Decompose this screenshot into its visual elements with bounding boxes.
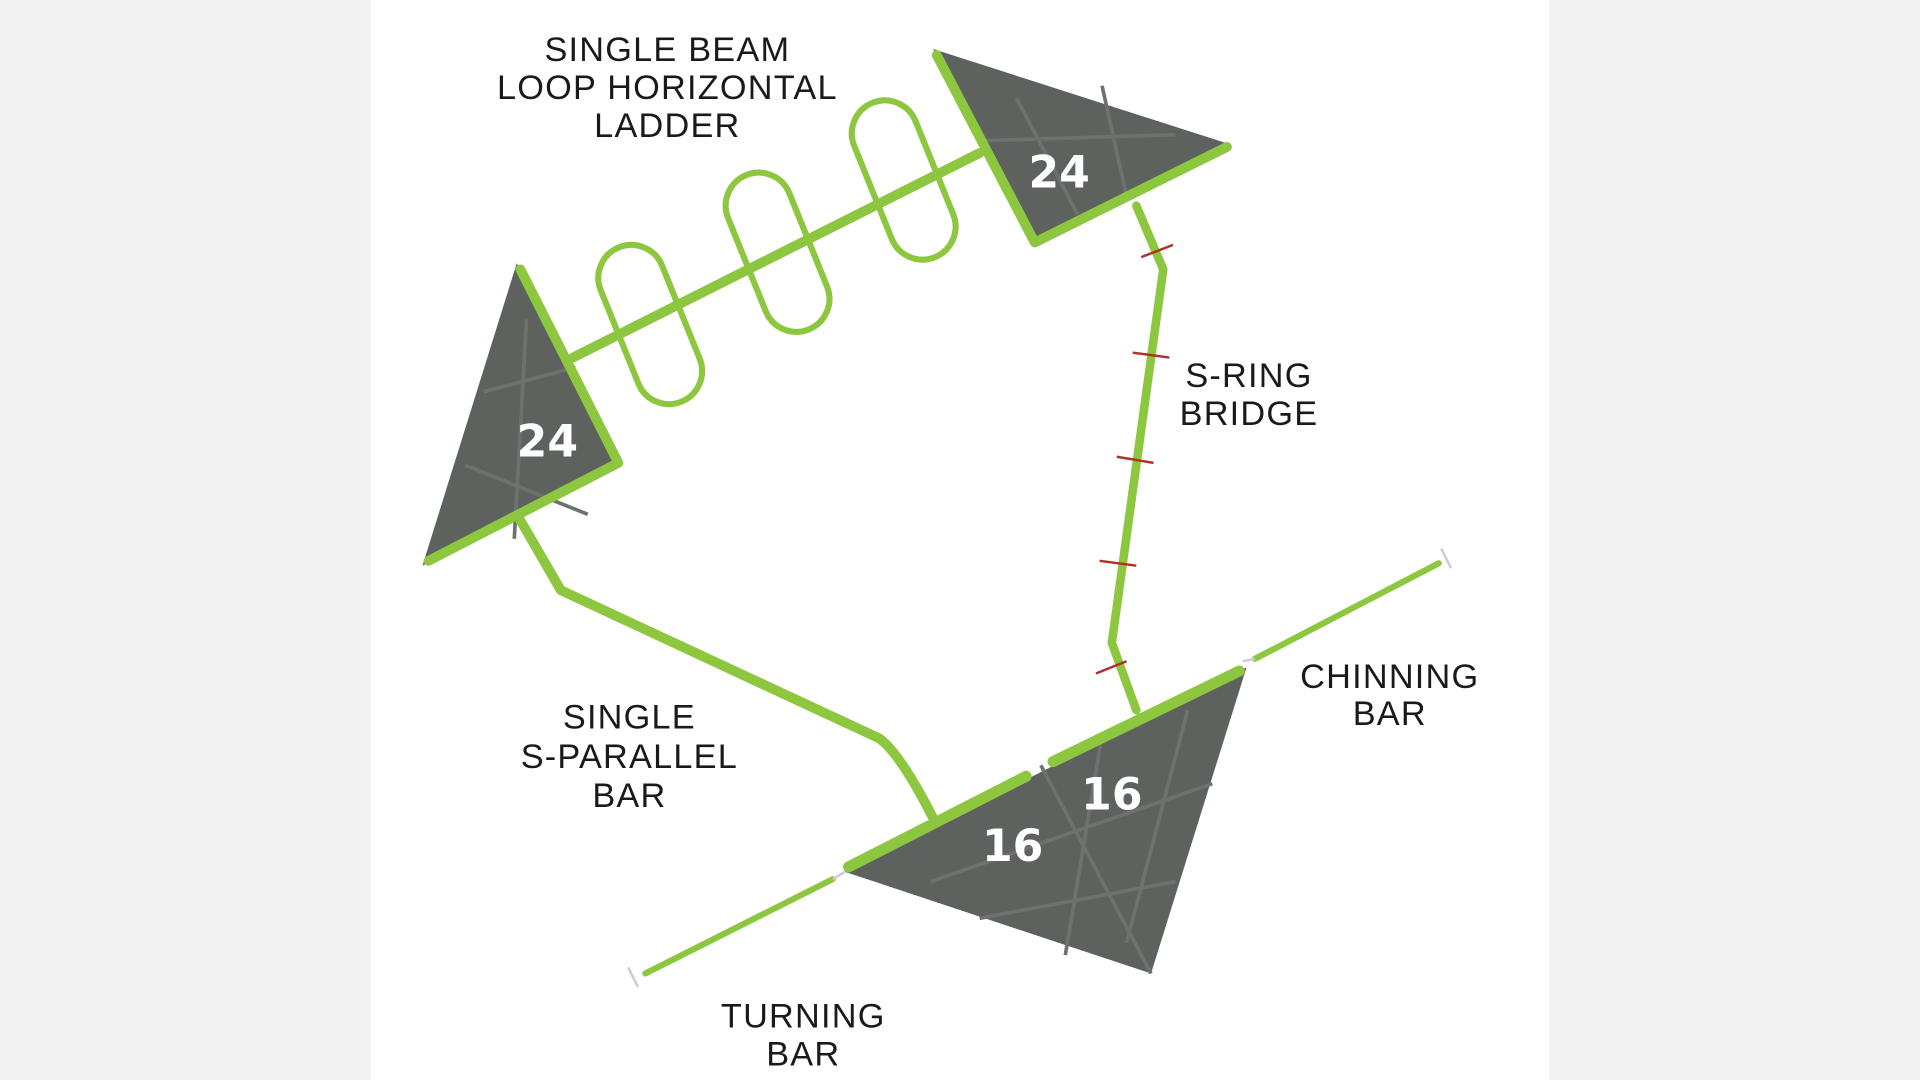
label-parallel: SINGLE S-PARALLEL BAR	[521, 699, 738, 815]
label-chinning: CHINNING BAR	[1300, 658, 1479, 733]
pad-bottom: 16 16	[843, 665, 1247, 975]
s-parallel-bar	[515, 515, 938, 823]
svg-text:BAR: BAR	[766, 1035, 840, 1073]
chinning-bar	[1242, 548, 1453, 663]
pad-depth-label: 24	[517, 417, 578, 468]
svg-text:TURNING: TURNING	[721, 997, 886, 1035]
svg-text:S-PARALLEL: S-PARALLEL	[521, 738, 738, 776]
svg-text:BAR: BAR	[1353, 695, 1427, 733]
svg-text:SINGLE: SINGLE	[563, 699, 696, 737]
svg-text:LADDER: LADDER	[594, 107, 740, 145]
svg-text:S-RING: S-RING	[1185, 357, 1312, 395]
svg-text:LOOP HORIZONTAL: LOOP HORIZONTAL	[497, 69, 838, 107]
pad-depth-label: 24	[1029, 147, 1090, 198]
svg-text:BRIDGE: BRIDGE	[1180, 395, 1319, 433]
label-turning: TURNING BAR	[721, 997, 886, 1073]
svg-text:BAR: BAR	[592, 777, 666, 815]
turning-bar	[627, 870, 846, 988]
pad-left: 24	[422, 263, 624, 566]
pad-depth-label: 16	[1081, 769, 1142, 820]
svg-text:SINGLE BEAM: SINGLE BEAM	[544, 31, 790, 69]
pad-depth-label: 16	[982, 821, 1043, 872]
label-ladder: SINGLE BEAM LOOP HORIZONTAL LADDER	[497, 31, 838, 145]
label-bridge: S-RING BRIDGE	[1180, 357, 1319, 433]
loop-horizontal-ladder	[568, 97, 985, 408]
pad-top-right: 24	[931, 48, 1232, 248]
svg-text:CHINNING: CHINNING	[1300, 658, 1479, 696]
s-ring-bridge	[1095, 201, 1174, 715]
